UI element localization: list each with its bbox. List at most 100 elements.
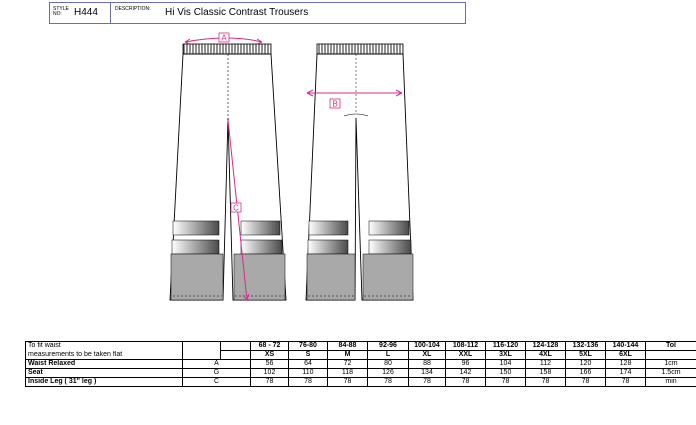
front-left-stripe-1 [172, 220, 220, 236]
value-cell: 78 [367, 377, 409, 387]
waist-size-cell: 76-80 [288, 341, 328, 351]
value-cell: 128 [605, 359, 646, 369]
measure-b-arrow-left [306, 89, 314, 97]
back-left-stripe-1 [308, 220, 349, 236]
value-cell: 120 [565, 359, 606, 369]
front-right-hem [233, 253, 286, 301]
value-cell: 126 [367, 368, 409, 378]
back-right-stripe-2 [368, 239, 412, 255]
value-cell: 110 [288, 368, 328, 378]
size-cell: M [327, 350, 368, 360]
measurement-code: A [182, 359, 251, 369]
marker-b-box [329, 98, 341, 109]
back-right-hem [362, 253, 414, 301]
value-cell: 78 [445, 377, 486, 387]
front-left-stripe-2 [171, 239, 220, 255]
value-cell: 78 [525, 377, 566, 387]
tolerance-cell: min [645, 377, 696, 387]
value-cell: 78 [327, 377, 368, 387]
header-box: STYLE NO: H444 DESCRIPTION: Hi Vis Class… [49, 2, 466, 24]
measurement-code: C [182, 377, 251, 387]
measure-a-arrow-right [256, 38, 263, 45]
back-left-stripe-2 [307, 239, 349, 255]
value-cell: 102 [250, 368, 289, 378]
value-cell: 72 [327, 359, 368, 369]
measure-b-arrow-right [395, 89, 403, 97]
waist-size-cell: 68 - 72 [250, 341, 289, 351]
front-right-stripe-2 [240, 239, 283, 255]
value-cell: 166 [565, 368, 606, 378]
to-fit-waist-label: To fit waist [25, 341, 183, 351]
tol-header: Tol [645, 341, 696, 351]
size-row: measurements to be taken flat XS S M L X… [25, 350, 696, 360]
size-cell: XS [250, 350, 289, 360]
value-cell: 150 [485, 368, 526, 378]
table-row: Seat G 102 110 118 126 134 142 150 158 1… [25, 368, 696, 378]
back-right-stripe-1 [368, 220, 410, 236]
marker-a-box [218, 32, 230, 43]
trouser-technical-drawing: A C B [169, 32, 414, 301]
marker-b: B [332, 100, 337, 109]
measurement-label: Inside Leg ( 31" leg ) [25, 377, 183, 387]
value-cell: 142 [445, 368, 486, 378]
value-cell: 112 [525, 359, 566, 369]
waist-size-cell: 124-128 [525, 341, 566, 351]
header-divider [110, 3, 111, 23]
back-view: B [305, 43, 414, 301]
value-cell: 118 [327, 368, 368, 378]
value-cell: 104 [485, 359, 526, 369]
size-cell: 4XL [525, 350, 566, 360]
waist-size-cell: 132-136 [565, 341, 606, 351]
waist-size-cell: 116-120 [485, 341, 526, 351]
value-cell: 88 [408, 359, 446, 369]
size-cell: 5XL [565, 350, 606, 360]
size-cell: S [288, 350, 328, 360]
size-cell: L [367, 350, 409, 360]
value-cell: 96 [445, 359, 486, 369]
size-spec-table: To fit waist 68 - 72 76-80 84-88 92-96 1… [25, 341, 696, 387]
waist-size-cell: 140-144 [605, 341, 646, 351]
table-row: Inside Leg ( 31" leg ) C 78 78 78 78 78 … [25, 377, 696, 387]
waist-size-cell: 92-96 [367, 341, 409, 351]
measurement-label: Waist Relaxed [25, 359, 183, 369]
marker-c: C [233, 204, 239, 213]
value-cell: 78 [408, 377, 446, 387]
tolerance-cell: 1.5cm [645, 368, 696, 378]
size-cell: 3XL [485, 350, 526, 360]
back-left-hem [306, 253, 356, 301]
back-seat-seam [343, 113, 369, 117]
value-cell: 174 [605, 368, 646, 378]
waist-size-cell: 100-104 [408, 341, 446, 351]
measure-c-arrow [242, 293, 250, 301]
value-cell: 78 [485, 377, 526, 387]
value-cell: 64 [288, 359, 328, 369]
value-cell: 78 [250, 377, 289, 387]
front-left-hem [170, 253, 224, 301]
value-cell: 158 [525, 368, 566, 378]
value-cell: 134 [408, 368, 446, 378]
value-cell: 78 [288, 377, 328, 387]
waist-row: To fit waist 68 - 72 76-80 84-88 92-96 1… [25, 341, 696, 351]
description-label: DESCRIPTION: [115, 6, 151, 12]
measurement-code: G [182, 368, 251, 378]
table-row: Waist Relaxed A 56 64 72 80 88 96 104 11… [25, 359, 696, 369]
measurements-note-label: measurements to be taken flat [25, 350, 183, 360]
value-cell: 78 [605, 377, 646, 387]
front-right-stripe-1 [240, 220, 281, 236]
marker-a: A [221, 34, 227, 43]
value-cell: 56 [250, 359, 289, 369]
size-cell: XXL [445, 350, 486, 360]
value-cell: 80 [367, 359, 409, 369]
tolerance-cell: 1cm [645, 359, 696, 369]
value-cell: 78 [565, 377, 606, 387]
description-value: Hi Vis Classic Contrast Trousers [165, 7, 309, 18]
waist-size-cell: 84-88 [327, 341, 368, 351]
measurement-label: Seat [25, 368, 183, 378]
style-no-value: H444 [74, 7, 98, 18]
back-waistband [316, 43, 404, 55]
style-no-label: STYLE NO: [53, 6, 69, 17]
size-cell: 6XL [605, 350, 646, 360]
measure-a-arrow-left [184, 38, 191, 45]
front-view: A C [169, 32, 287, 301]
size-cell: XL [408, 350, 446, 360]
